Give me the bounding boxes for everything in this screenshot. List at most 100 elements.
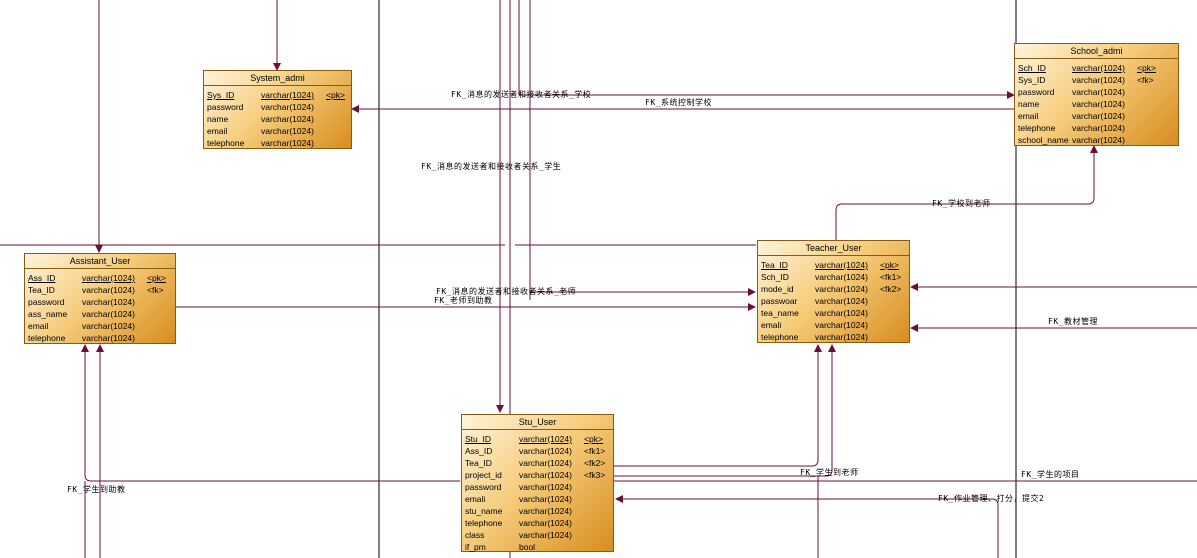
column-type: varchar(1024)	[82, 333, 135, 343]
label-sys-control-school: FK_系统控制学校	[645, 98, 712, 107]
label-student-project: FK_学生的项目	[1021, 470, 1080, 479]
column-key: <pk>	[147, 273, 166, 283]
entity-column-row: class varchar(1024)	[465, 529, 613, 541]
column-name: emali	[761, 320, 782, 330]
column-key: <fk>	[1137, 75, 1154, 85]
entity-column-row: telephone varchar(1024)	[761, 331, 909, 343]
column-type: varchar(1024)	[82, 309, 135, 319]
column-type: varchar(1024)	[815, 260, 868, 270]
entity-title: Stu_User	[462, 415, 613, 430]
column-type: varchar(1024)	[519, 518, 572, 528]
column-name: Tea_ID	[28, 285, 55, 295]
entity-column-row: password varchar(1024)	[465, 481, 613, 493]
column-type: varchar(1024)	[519, 458, 572, 468]
column-key: <pk>	[326, 90, 345, 100]
column-type: varchar(1024)	[261, 126, 314, 136]
entity-title: Teacher_User	[758, 241, 909, 256]
column-type: varchar(1024)	[519, 470, 572, 480]
label-student-assistant: FK_学生到助教	[67, 485, 126, 494]
column-key: <fk1>	[584, 446, 606, 456]
column-name: Sys_ID	[1018, 75, 1046, 85]
entity-column-row: Tea_ID varchar(1024) <fk>	[28, 284, 175, 296]
column-name: email	[1018, 111, 1039, 121]
column-key: <fk1>	[880, 272, 902, 282]
column-name: stu_name	[465, 506, 503, 516]
column-name: Sch_ID	[761, 272, 789, 282]
column-type: varchar(1024)	[1072, 123, 1125, 133]
column-key: <fk2>	[880, 284, 902, 294]
rel-line-student-teacher-2	[614, 344, 836, 477]
label-homework: FK_作业管理、打分，提交2	[938, 494, 1045, 503]
entity-column-row: telephone varchar(1024)	[1018, 122, 1178, 134]
entity-column-row: telephone varchar(1024)	[28, 332, 175, 344]
column-type: varchar(1024)	[815, 296, 868, 306]
column-name: telephone	[761, 332, 799, 342]
column-name: password	[207, 102, 244, 112]
column-type: varchar(1024)	[1072, 63, 1125, 73]
column-type: varchar(1024)	[815, 332, 868, 342]
column-name: project_id	[465, 470, 502, 480]
column-name: tea_name	[761, 308, 799, 318]
label-school-teacher: FK_学校到老师	[932, 199, 991, 208]
label-student-teacher: FK_学生到老师	[800, 468, 859, 477]
label-teacher-assistant: FK_老师到助教	[434, 296, 493, 305]
column-type: varchar(1024)	[1072, 75, 1125, 85]
column-key: <pk>	[584, 434, 603, 444]
column-name: name	[1018, 99, 1040, 109]
column-type: varchar(1024)	[519, 446, 572, 456]
column-name: Sch_ID	[1018, 63, 1046, 73]
label-msg-student: FK_消息的发送者和接收者关系_学生	[421, 162, 562, 171]
column-type: varchar(1024)	[261, 114, 314, 124]
column-name: Stu_ID	[465, 434, 491, 444]
column-name: password	[28, 297, 65, 307]
label-textbook: FK_教材管理	[1048, 317, 1098, 326]
entity-column-row: Sys_ID varchar(1024) <fk>	[1018, 74, 1178, 86]
column-key: <fk>	[147, 285, 164, 295]
column-name: telephone	[1018, 123, 1056, 133]
column-type: varchar(1024)	[519, 482, 572, 492]
entity-column-row: telephone varchar(1024)	[465, 517, 613, 529]
column-name: telephone	[465, 518, 503, 528]
column-name: class	[465, 530, 485, 540]
column-key: <pk>	[880, 260, 899, 270]
entity-column-row: Tea_ID varchar(1024) <pk>	[761, 259, 909, 271]
column-type: varchar(1024)	[519, 434, 572, 444]
rel-line-student-assistant	[81, 344, 460, 482]
column-name: email	[28, 321, 49, 331]
column-name: Ass_ID	[465, 446, 493, 456]
column-name: password	[465, 482, 502, 492]
column-type: varchar(1024)	[519, 530, 572, 540]
column-type: varchar(1024)	[261, 102, 314, 112]
column-name: email	[207, 126, 228, 136]
rel-line-school-teacher	[835, 145, 1098, 240]
entity-column-row: Stu_ID varchar(1024) <pk>	[465, 433, 613, 445]
column-name: telephone	[28, 333, 66, 343]
column-name: Ass_ID	[28, 273, 56, 283]
column-name: Tea_ID	[761, 260, 788, 270]
column-type: varchar(1024)	[82, 285, 135, 295]
